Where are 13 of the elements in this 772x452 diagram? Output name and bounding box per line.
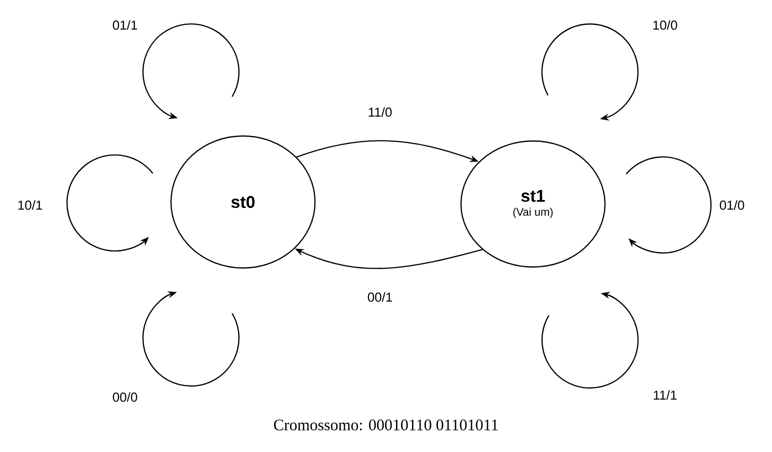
caption: Cromossomo: 00010110 01101011 [274, 420, 498, 430]
edge-label: 10/1 [16, 199, 44, 211]
arrow [66, 154, 154, 252]
arrow [541, 23, 639, 121]
arrow [142, 291, 240, 387]
arrow [626, 156, 712, 254]
edge-label: 11/0 [366, 106, 394, 118]
edge-label: 11/1 [652, 389, 678, 401]
edge-label: 00/0 [111, 391, 139, 403]
edge-label: 01/0 [718, 199, 746, 211]
edge-label: 10/0 [651, 19, 679, 31]
edge-label: 01/1 [111, 19, 139, 31]
edge-label: 00/1 [366, 291, 394, 303]
